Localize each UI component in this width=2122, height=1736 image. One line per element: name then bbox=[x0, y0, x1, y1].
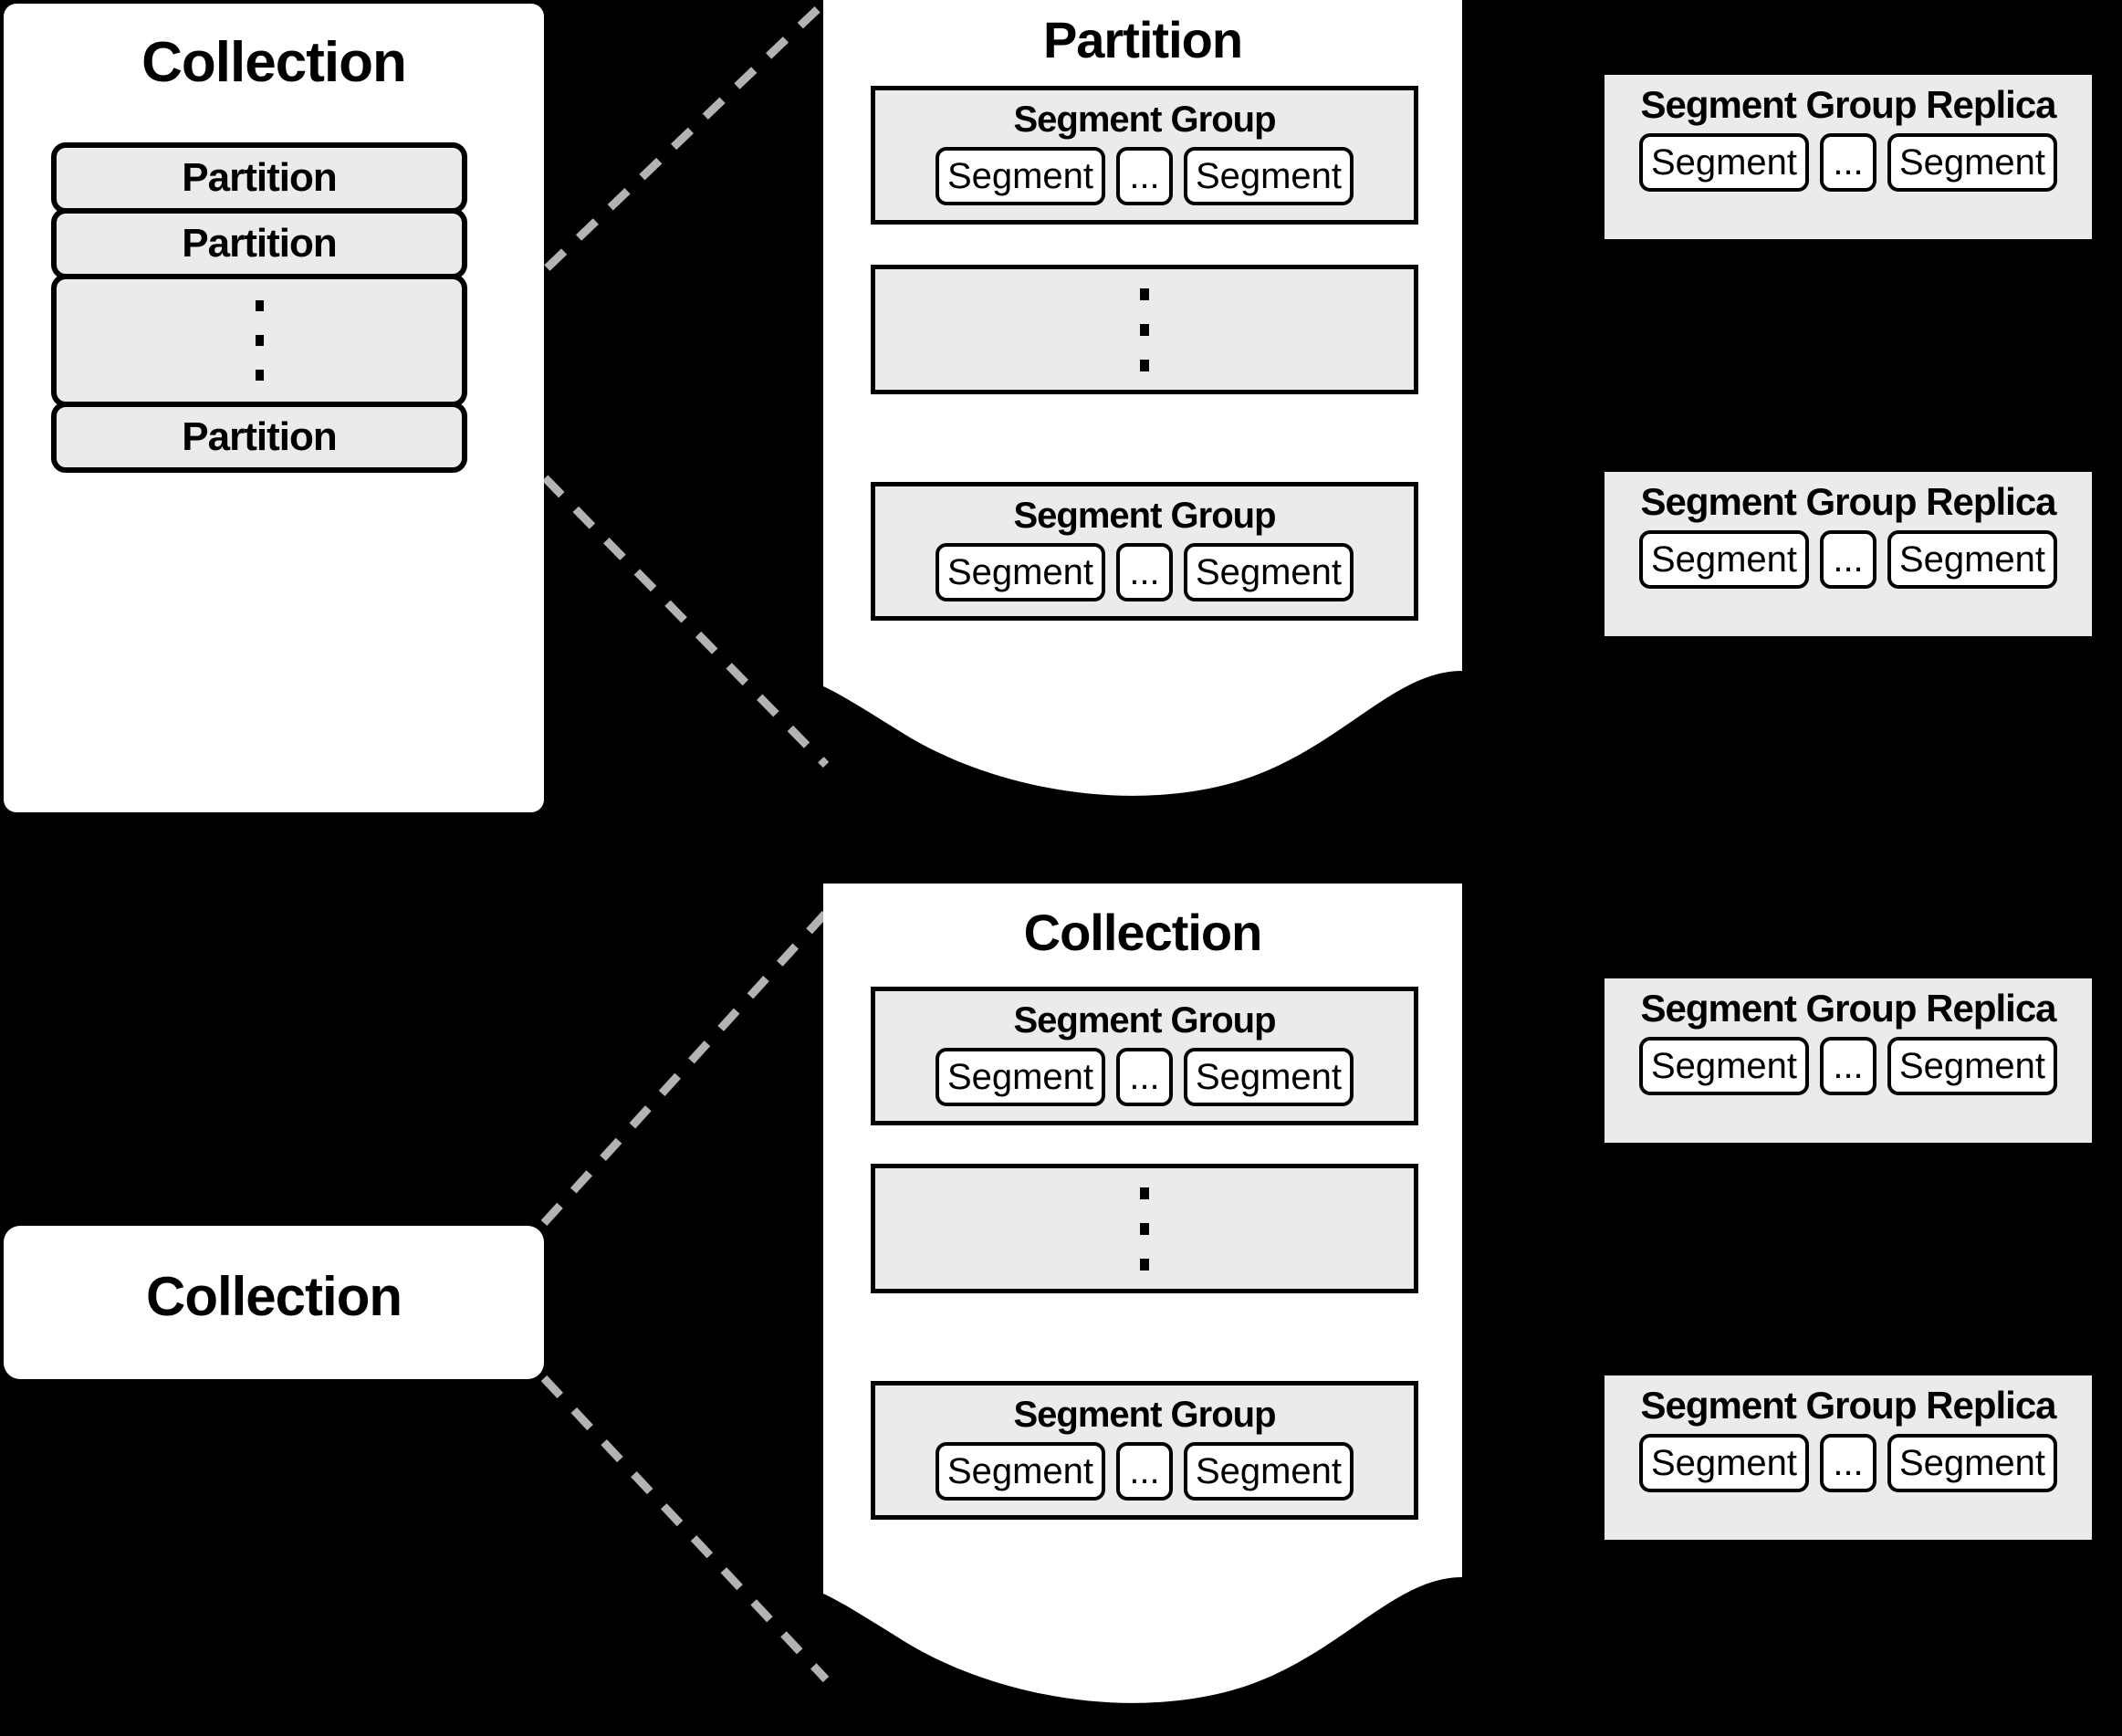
segment-chip[interactable]: Segment bbox=[1184, 1442, 1354, 1501]
segment-group-1[interactable]: Segment Group Segment ... Segment bbox=[871, 86, 1418, 225]
partition-ellipsis bbox=[51, 274, 467, 407]
collection-container-bottom[interactable]: Collection bbox=[4, 1226, 544, 1379]
segment-row: Segment ... Segment bbox=[1605, 133, 2092, 192]
segment-group-replica-4[interactable]: Segment Group Replica Segment ... Segmen… bbox=[1605, 1375, 2092, 1540]
partition-item-1[interactable]: Partition bbox=[51, 142, 467, 214]
segment-ellipsis: ... bbox=[1116, 147, 1173, 205]
partition-item-label: Partition bbox=[182, 221, 337, 266]
segment-group-replica-2[interactable]: Segment Group Replica Segment ... Segmen… bbox=[1605, 472, 2092, 636]
segment-chip[interactable]: Segment bbox=[1639, 530, 1809, 589]
segment-ellipsis: ... bbox=[1820, 530, 1876, 589]
segment-chip[interactable]: Segment bbox=[1639, 1037, 1809, 1095]
segment-row: Segment ... Segment bbox=[875, 543, 1414, 601]
partition-detail-title: Partition bbox=[1042, 11, 1243, 68]
segment-row: Segment ... Segment bbox=[875, 1442, 1414, 1501]
segment-group-replica-title: Segment Group Replica bbox=[1640, 1384, 2056, 1427]
partition-detail-panel: Partition Segment Group Segment ... Segm… bbox=[823, 0, 1462, 821]
partition-item-label: Partition bbox=[182, 155, 337, 200]
segment-row: Segment ... Segment bbox=[1605, 1434, 2092, 1492]
segment-chip[interactable]: Segment bbox=[936, 1048, 1105, 1106]
segment-group-title: Segment Group bbox=[1013, 99, 1276, 140]
segment-group-title: Segment Group bbox=[1013, 496, 1276, 536]
segment-ellipsis: ... bbox=[1116, 543, 1173, 601]
segment-chip[interactable]: Segment bbox=[1184, 543, 1354, 601]
segment-row: Segment ... Segment bbox=[1605, 1037, 2092, 1095]
segment-chip[interactable]: Segment bbox=[1887, 133, 2057, 192]
segment-chip[interactable]: Segment bbox=[1639, 1434, 1809, 1492]
segment-chip[interactable]: Segment bbox=[1887, 530, 2057, 589]
segment-ellipsis: ... bbox=[1116, 1048, 1173, 1106]
segment-chip[interactable]: Segment bbox=[936, 147, 1105, 205]
segment-row: Segment ... Segment bbox=[875, 147, 1414, 205]
segment-ellipsis: ... bbox=[1820, 133, 1876, 192]
segment-group-replica-1[interactable]: Segment Group Replica Segment ... Segmen… bbox=[1605, 75, 2092, 239]
segment-chip[interactable]: Segment bbox=[936, 543, 1105, 601]
segment-group-replica-title: Segment Group Replica bbox=[1640, 987, 2056, 1030]
collection-title-top: Collection bbox=[141, 31, 407, 94]
segment-ellipsis: ... bbox=[1820, 1434, 1876, 1492]
segment-group-replica-3[interactable]: Segment Group Replica Segment ... Segmen… bbox=[1605, 978, 2092, 1143]
segment-row: Segment ... Segment bbox=[1605, 530, 2092, 589]
segment-group-title: Segment Group bbox=[1013, 1395, 1276, 1435]
partition-item-3[interactable]: Partition bbox=[51, 402, 467, 473]
collection-container-top[interactable]: Collection Partition Partition Partition bbox=[4, 4, 544, 812]
collection-detail-title: Collection bbox=[1023, 904, 1263, 961]
partition-item-2[interactable]: Partition bbox=[51, 208, 467, 279]
segment-chip[interactable]: Segment bbox=[936, 1442, 1105, 1501]
segment-group-title: Segment Group bbox=[1013, 1000, 1276, 1041]
partition-list: Partition Partition Partition bbox=[51, 142, 467, 473]
collection-detail-inner: Collection bbox=[823, 884, 1462, 962]
collection-title-bottom: Collection bbox=[145, 1266, 402, 1327]
segment-group-2[interactable]: Segment Group Segment ... Segment bbox=[871, 482, 1418, 621]
segment-group-replica-title: Segment Group Replica bbox=[1640, 83, 2056, 126]
collection-detail-panel: Collection Segment Group Segment ... Seg… bbox=[823, 884, 1462, 1736]
segment-group-4[interactable]: Segment Group Segment ... Segment bbox=[871, 1381, 1418, 1520]
segment-ellipsis: ... bbox=[1116, 1442, 1173, 1501]
segment-chip[interactable]: Segment bbox=[1887, 1434, 2057, 1492]
segment-chip[interactable]: Segment bbox=[1887, 1037, 2057, 1095]
segment-group-replica-title: Segment Group Replica bbox=[1640, 480, 2056, 523]
segment-chip[interactable]: Segment bbox=[1184, 147, 1354, 205]
segment-row: Segment ... Segment bbox=[875, 1048, 1414, 1106]
segment-chip[interactable]: Segment bbox=[1639, 133, 1809, 192]
segment-group-ellipsis bbox=[871, 1164, 1418, 1293]
segment-group-3[interactable]: Segment Group Segment ... Segment bbox=[871, 987, 1418, 1125]
segment-group-ellipsis bbox=[871, 265, 1418, 394]
partition-detail-inner: Partition bbox=[823, 0, 1462, 69]
segment-chip[interactable]: Segment bbox=[1184, 1048, 1354, 1106]
segment-ellipsis: ... bbox=[1820, 1037, 1876, 1095]
partition-item-label: Partition bbox=[182, 414, 337, 459]
